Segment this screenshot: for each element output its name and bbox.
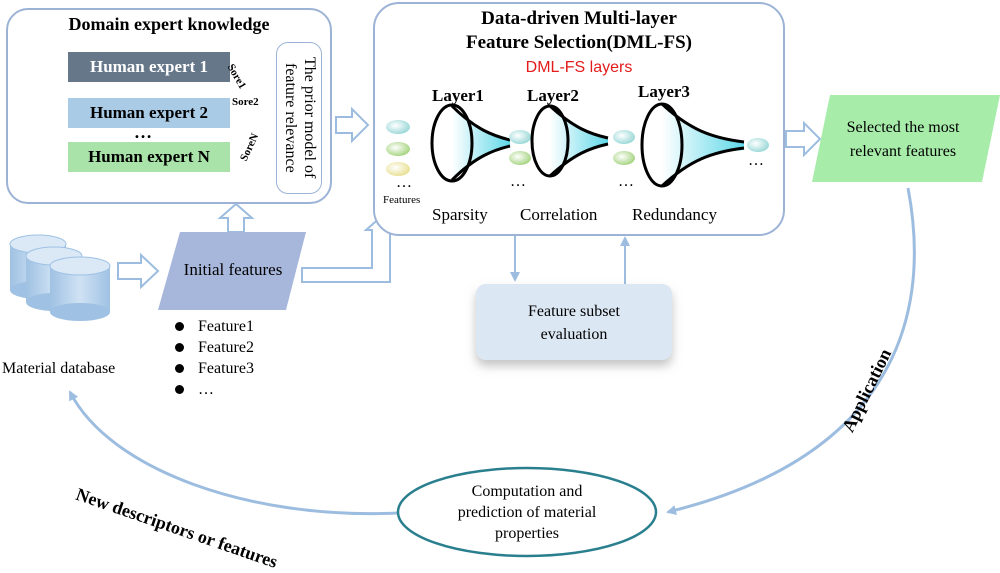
layer-3-label: Layer3 bbox=[638, 82, 690, 101]
input-drops bbox=[386, 120, 410, 176]
selected-line1: Selected the most bbox=[846, 119, 960, 136]
funnel-diagram bbox=[386, 102, 769, 188]
output-drop bbox=[747, 138, 769, 152]
funnel-1 bbox=[430, 103, 511, 183]
stage1-drops bbox=[509, 130, 531, 165]
prior-model-box bbox=[276, 42, 322, 194]
selected-line2: relevant features bbox=[849, 143, 957, 160]
expert-2-box: Human expert 2 bbox=[68, 98, 230, 128]
dml-panel bbox=[373, 2, 785, 236]
evaluation-line2: evaluation bbox=[540, 326, 608, 343]
layer-1-label: Layer1 bbox=[432, 86, 484, 105]
prior-model-text: The prior model of feature relevance bbox=[282, 57, 318, 179]
score-2-label: Sore2 bbox=[232, 96, 259, 108]
computation-line2: prediction of material bbox=[457, 504, 597, 521]
expert-1-box: Human expert 1 bbox=[68, 52, 230, 82]
list-item: Feature3 bbox=[175, 358, 254, 379]
stage-redundancy: Redundancy bbox=[632, 205, 717, 224]
material-database-label: Material database bbox=[2, 360, 116, 377]
list-item: … bbox=[175, 379, 254, 400]
computation-line3: properties bbox=[495, 525, 559, 542]
stage2-ellipsis: … bbox=[618, 173, 634, 190]
arrow-expert-to-dml bbox=[335, 106, 370, 144]
features-label: Features bbox=[383, 194, 421, 206]
dml-subtitle: DML-FS layers bbox=[525, 59, 633, 76]
selected-features-shape bbox=[812, 95, 1000, 182]
funnel-2 bbox=[530, 104, 609, 178]
evaluation-box bbox=[476, 284, 672, 360]
funnel-3 bbox=[640, 102, 745, 188]
initial-features-shape bbox=[158, 232, 306, 310]
output-ellipsis: … bbox=[748, 152, 764, 169]
arrow-db-to-initial bbox=[117, 252, 160, 290]
database-icon bbox=[9, 234, 111, 321]
stage-sparsity: Sparsity bbox=[432, 205, 488, 224]
arrow-application bbox=[666, 187, 916, 515]
layer-2-label: Layer2 bbox=[527, 86, 579, 105]
stage1-ellipsis: … bbox=[510, 173, 526, 190]
computation-line1: Computation and bbox=[471, 483, 583, 500]
list-item: Feature1 bbox=[175, 316, 254, 337]
input-ellipsis: … bbox=[396, 174, 412, 191]
evaluation-line1: Feature subset bbox=[528, 303, 620, 320]
computation-ellipse bbox=[396, 466, 658, 558]
expert-ellipsis: … bbox=[134, 122, 152, 142]
feature-list: Feature1 Feature2 Feature3 … bbox=[175, 316, 254, 400]
initial-features-label: Initial features bbox=[183, 260, 283, 279]
expert-panel-title: Domain expert knowledge bbox=[68, 14, 270, 34]
expert-n-box: Human expert N bbox=[68, 142, 230, 172]
stage-correlation: Correlation bbox=[520, 205, 598, 224]
stage2-drops bbox=[613, 130, 635, 165]
selected-features-text: Selected the most relevant features bbox=[818, 116, 988, 164]
arrow-initial-to-expert bbox=[217, 202, 255, 233]
list-item: Feature2 bbox=[175, 337, 254, 358]
arrow-new-descriptors bbox=[68, 390, 399, 516]
dml-title-line2: Feature Selection(DML-FS) bbox=[465, 32, 692, 53]
evaluation-text: Feature subset evaluation bbox=[476, 300, 672, 346]
dml-title-line1: Data-driven Multi-layer bbox=[481, 8, 677, 29]
computation-text: Computation and prediction of material p… bbox=[398, 481, 656, 544]
arrow-dml-to-selected bbox=[785, 120, 822, 158]
